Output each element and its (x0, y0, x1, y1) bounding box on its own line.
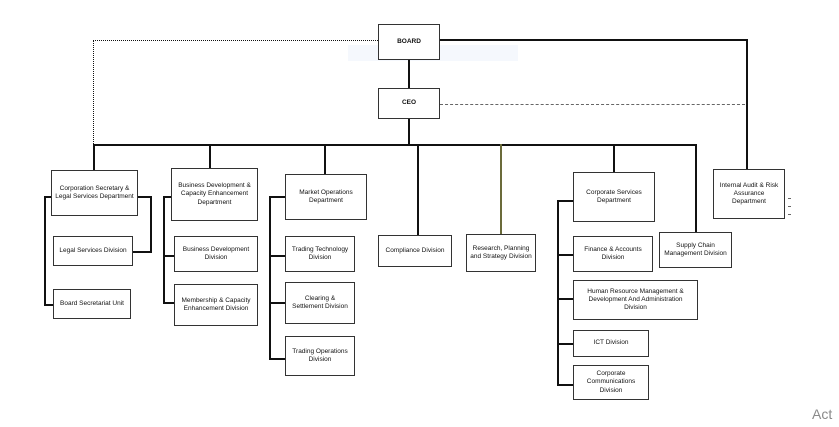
finance-branch (557, 254, 573, 256)
membership-box: Membership & Capacity Enhancement Divisi… (174, 284, 258, 326)
audit-dash-1 (788, 198, 791, 199)
drop-supply-chain (695, 144, 697, 232)
cs-top-stub (557, 200, 573, 202)
activation-watermark: Act (812, 406, 833, 422)
hr-box: Human Resource Management & Development … (573, 280, 698, 320)
compliance-box: Compliance Division (378, 235, 452, 267)
corp-sec-spine (44, 196, 46, 305)
ict-box: ICT Division (573, 330, 649, 357)
audit-drop-line (746, 39, 748, 169)
bd-spine (163, 196, 165, 302)
ict-branch (557, 343, 573, 345)
board-box: BOARD (378, 24, 440, 60)
trading-ops-box: Trading Operations Division (285, 336, 355, 376)
corp-comm-box: Corporate Communications Division (573, 365, 649, 400)
membership-branch (163, 302, 175, 304)
ceo-dashed-line (440, 104, 745, 105)
mo-top-stub (269, 196, 285, 198)
research-box: Research, Planning and Strategy Division (466, 234, 536, 272)
board-secretariat-box: Board Secretariat Unit (53, 289, 131, 319)
drop-corp-sec (93, 144, 95, 170)
supply-chain-box: Supply Chain Management Division (659, 232, 732, 268)
corporate-services-box: Corporate Services Department (573, 172, 655, 222)
ceo-box: CEO (378, 88, 440, 119)
legal-services-box: Legal Services Division (53, 236, 133, 266)
board-audit-line (440, 39, 748, 41)
clearing-branch (269, 302, 285, 304)
drop-market-ops (324, 144, 326, 174)
corp-sec-top-stub (44, 196, 52, 198)
trading-tech-box: Trading Technology Division (285, 236, 355, 272)
hr-branch (557, 298, 573, 300)
trading-ops-branch (269, 358, 285, 360)
corp-sec-right-spine (150, 196, 152, 252)
drop-corp-services (613, 144, 615, 172)
finance-box: Finance & Accounts Division (573, 236, 653, 272)
business-dev-division-box: Business Development Division (174, 236, 258, 272)
audit-dash-3 (788, 214, 791, 215)
bd-top-stub (163, 196, 172, 198)
corp-sec-right-stub (138, 196, 152, 198)
corp-sec-board-branch (44, 304, 54, 306)
cs-spine (557, 200, 559, 386)
ceo-bus-line (408, 119, 410, 145)
board-dotted-line (93, 40, 378, 41)
drop-business-dev (209, 144, 211, 168)
legal-branch (133, 251, 152, 253)
internal-audit-box: Internal Audit & Risk Assurance Departme… (713, 169, 785, 219)
corp-sec-box: Corporation Secretary & Legal Services D… (51, 170, 138, 216)
mo-spine (269, 196, 271, 360)
corp-comm-branch (557, 384, 573, 386)
main-bus-line (93, 144, 696, 146)
business-dev-box: Business Development & Capacity Enhancem… (171, 168, 258, 221)
board-ceo-line (408, 60, 410, 88)
market-ops-box: Market Operations Department (285, 174, 367, 220)
board-dotted-drop (93, 40, 94, 144)
audit-dash-2 (788, 206, 791, 207)
trading-tech-branch (269, 255, 285, 257)
drop-research (500, 144, 502, 234)
clearing-box: Clearing & Settlement Division (285, 282, 355, 324)
drop-compliance (417, 144, 419, 235)
bd-div-branch (163, 255, 175, 257)
